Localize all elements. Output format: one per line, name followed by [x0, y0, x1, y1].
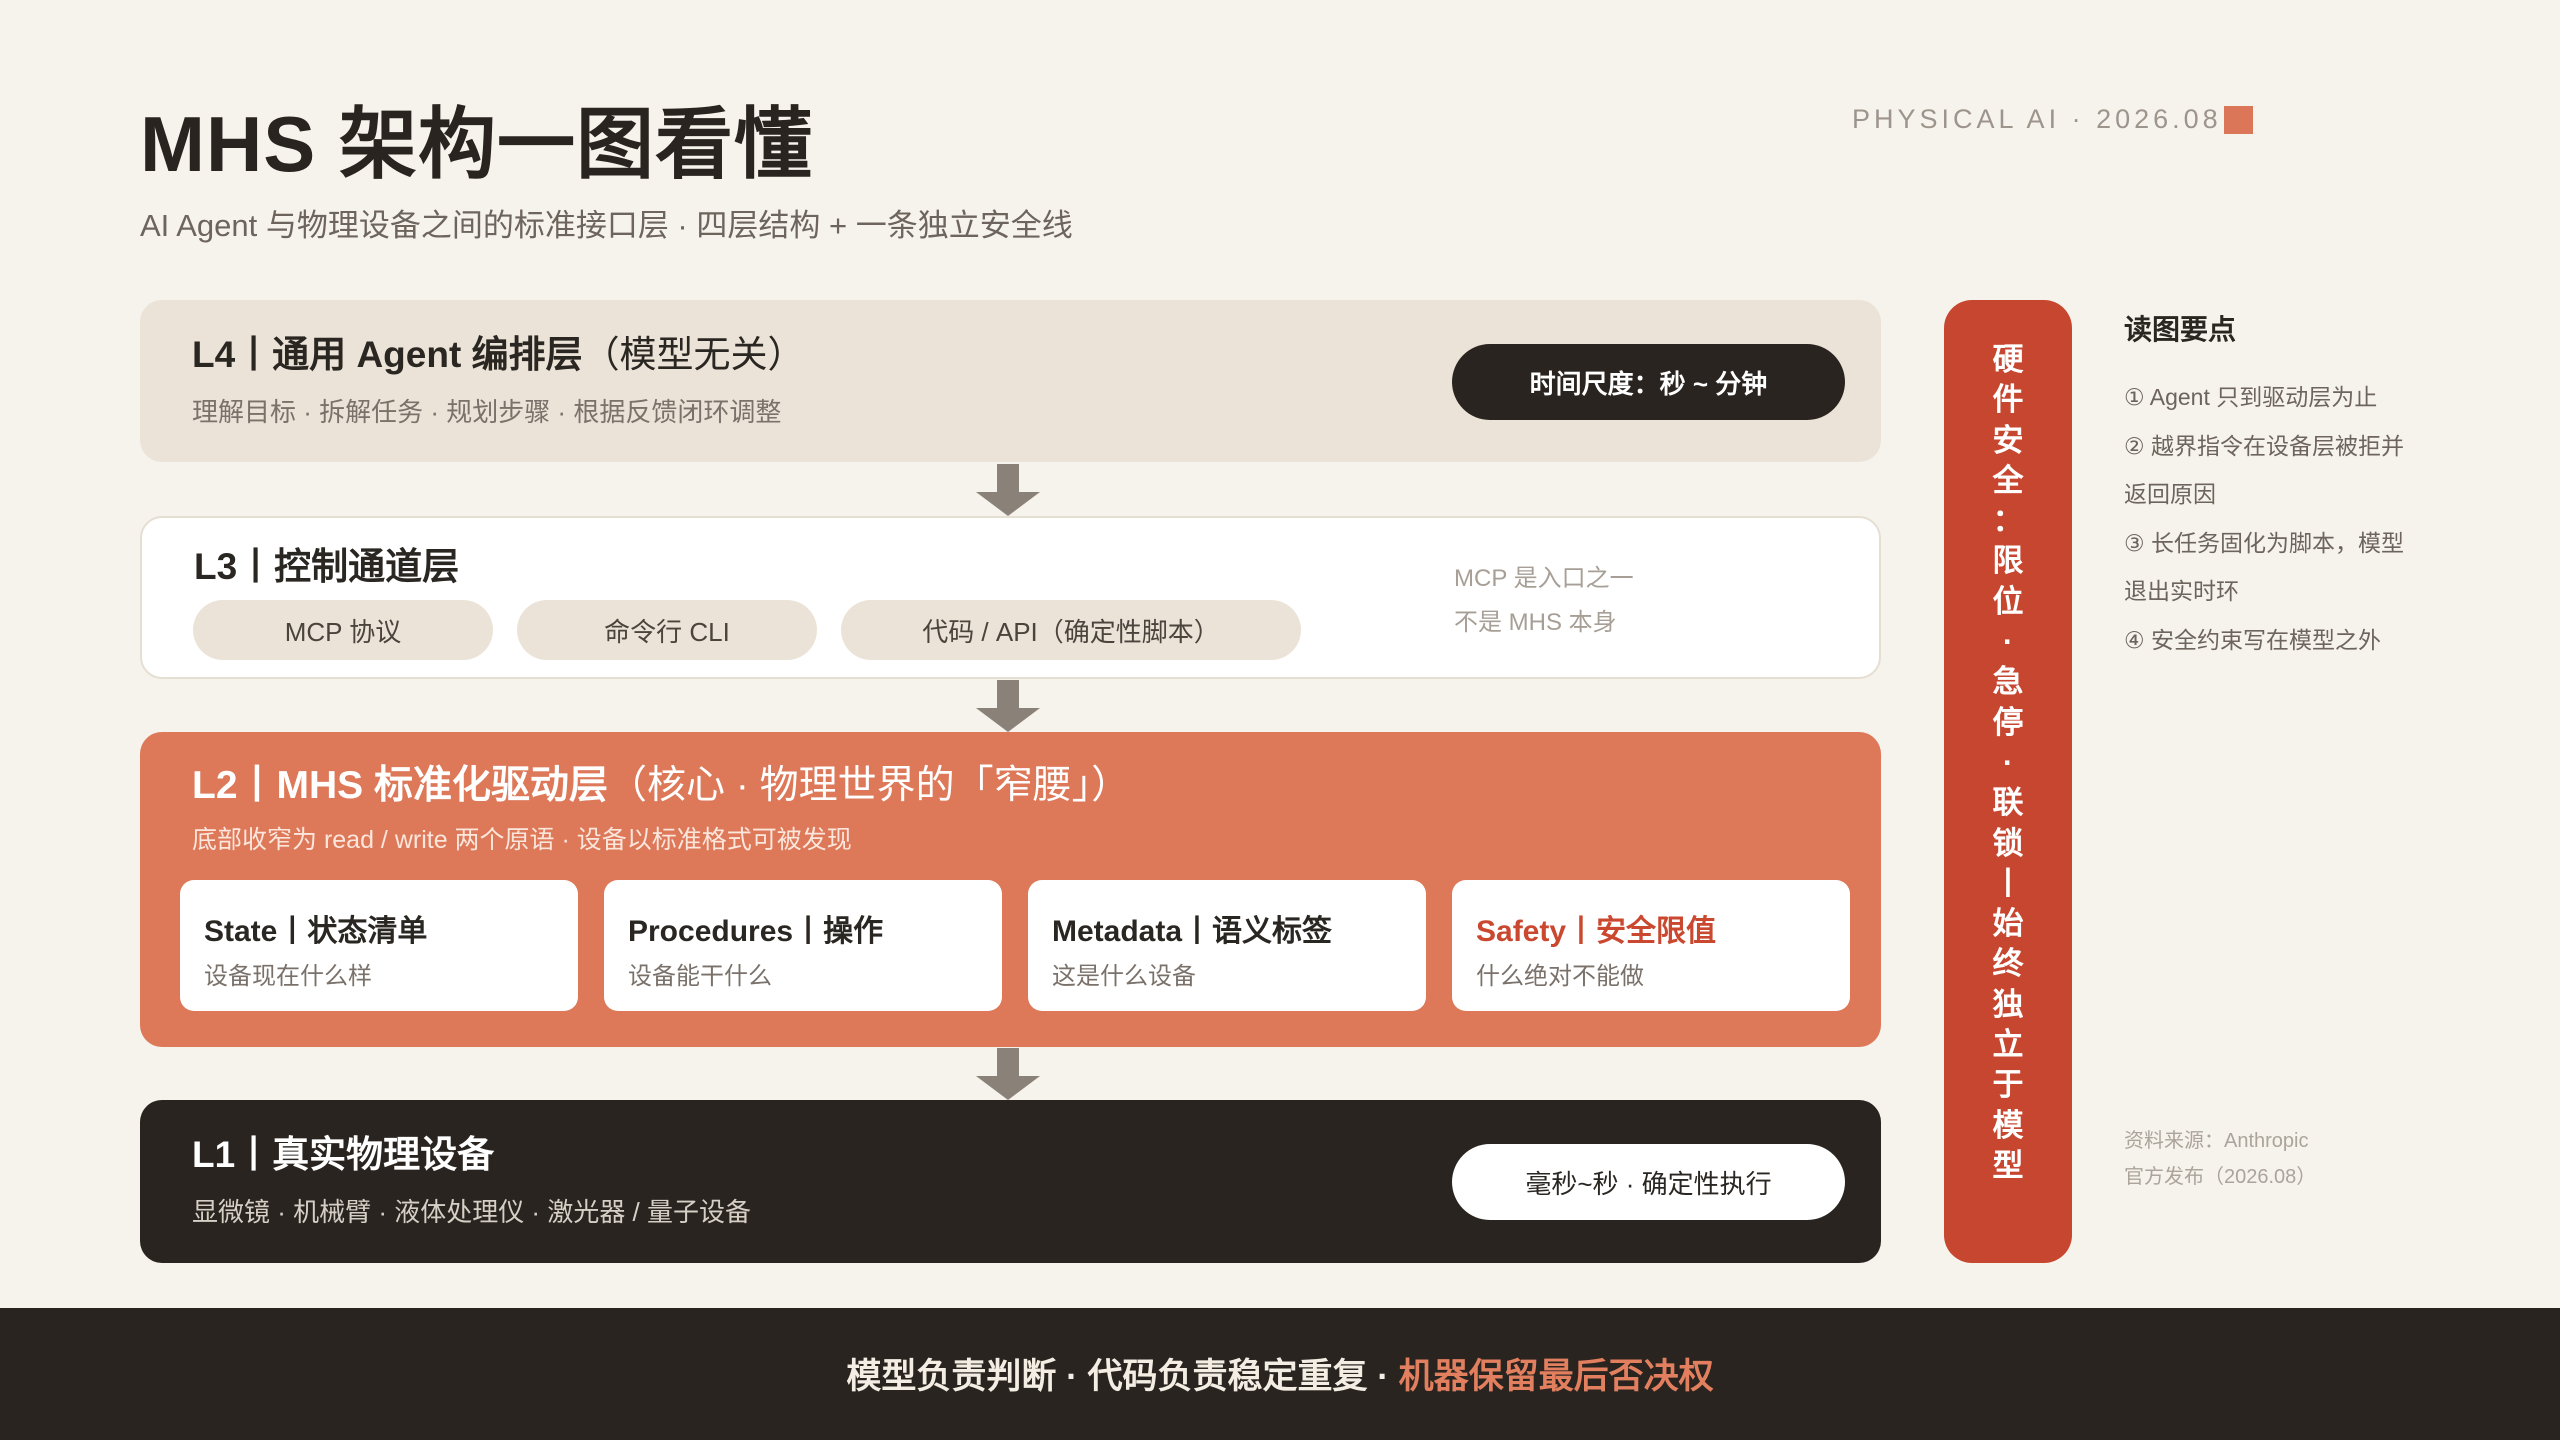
safety-bar-char: 于	[1992, 1067, 2024, 1103]
card-procedures: Procedures丨操作 设备能干什么	[604, 880, 1002, 1011]
notes-line: 退出实时环	[2124, 578, 2239, 604]
safety-bar-char: 硬	[1992, 342, 2024, 377]
hardware-safety-bar: 硬件安全 ： 限位 · 急停 · 联锁丨始终独立于模型	[1944, 300, 2072, 1263]
card-procedures-title: Procedures丨操作	[628, 915, 884, 948]
notes-title: 读图要点	[2124, 314, 2237, 345]
card-safety-sub: 什么绝对不能做	[1476, 963, 1644, 990]
card-metadata: Metadata丨语义标签 这是什么设备	[1028, 880, 1426, 1011]
layer-l1-title: L1丨真实物理设备	[192, 1134, 495, 1175]
card-state: State丨状态清单 设备现在什么样	[180, 880, 578, 1011]
safety-bar-char: ：	[1992, 503, 2024, 539]
notes-line: ④ 安全约束写在模型之外	[2124, 627, 2382, 653]
chip-mcp: MCP 协议	[193, 600, 493, 660]
layer-l4-desc: 理解目标 · 拆解任务 · 规划步骤 · 根据反馈闭环调整	[192, 397, 782, 427]
layer-l2-desc: 底部收窄为 read / write 两个原语 · 设备以标准格式可被发现	[192, 826, 852, 854]
layer-l1-desc: 显微镜 · 机械臂 · 液体处理仪 · 激光器 / 量子设备	[192, 1197, 751, 1227]
card-metadata-title: Metadata丨语义标签	[1052, 915, 1333, 948]
safety-bar-char: ·	[2002, 744, 2014, 780]
card-procedures-sub: 设备能干什么	[628, 963, 772, 990]
page-title: MHS 架构一图看懂	[140, 100, 814, 188]
notes-line: ① Agent 只到驱动层为止	[2124, 384, 2378, 410]
safety-bar-text: 硬件安全 ： 限位 · 急停 · 联锁丨始终独立于模型	[1944, 340, 2072, 1186]
safety-bar-char: 急	[1992, 664, 2024, 700]
footer-text-accent: 机器保留最后否决权	[1398, 1357, 1714, 1396]
notes-line: 返回原因	[2124, 481, 2216, 507]
safety-bar-char: 全	[1992, 462, 2024, 498]
footer-banner: 模型负责判断 · 代码负责稳定重复 · 机器保留最后否决权	[0, 1308, 2560, 1440]
header-tag: PHYSICAL AI · 2026.08	[1852, 104, 2253, 135]
safety-bar-char: 型	[1992, 1147, 2024, 1183]
arrow-down-icon	[976, 464, 1040, 516]
arrow-down-icon	[976, 680, 1040, 732]
safety-bar-char: 始	[1992, 906, 2024, 942]
layer-l1: L1丨真实物理设备 显微镜 · 机械臂 · 液体处理仪 · 激光器 / 量子设备…	[140, 1100, 1881, 1263]
notes-line: ③ 长任务固化为脚本，模型	[2124, 530, 2405, 556]
safety-bar-char: 停	[1992, 704, 2024, 740]
layer-l3: L3丨控制通道层 MCP 协议 命令行 CLI 代码 / API（确定性脚本） …	[140, 516, 1881, 679]
l1-timescale-pill: 毫秒~秒 · 确定性执行	[1452, 1144, 1845, 1220]
source-line-1: 资料来源：Anthropic	[2124, 1130, 2309, 1152]
safety-bar-char: 独	[1992, 986, 2024, 1022]
l4-timescale-pill: 时间尺度：秒 ~ 分钟	[1452, 344, 1845, 420]
card-metadata-sub: 这是什么设备	[1052, 963, 1196, 990]
source-line-2: 官方发布（2026.08）	[2124, 1166, 2317, 1188]
notes-line: ② 越界指令在设备层被拒并	[2124, 433, 2405, 459]
layer-l3-title: L3丨控制通道层	[194, 546, 460, 587]
layer-l2-title-suffix: （核心 · 物理世界的「窄腰」）	[608, 764, 1131, 807]
safety-bar-char: 模	[1992, 1107, 2024, 1143]
accent-square-icon	[2223, 105, 2253, 134]
layer-l4: L4丨通用 Agent 编排层（模型无关） 理解目标 · 拆解任务 · 规划步骤…	[140, 300, 1881, 462]
layer-l2-title: L2丨MHS 标准化驱动层（核心 · 物理世界的「窄腰」）	[192, 754, 1130, 810]
safety-bar-char: ·	[2002, 624, 2014, 660]
card-state-title: State丨状态清单	[204, 915, 428, 948]
layer-l4-title-main: L4丨通用 Agent 编排层	[192, 334, 583, 375]
chip-api: 代码 / API（确定性脚本）	[841, 600, 1301, 660]
safety-bar-char: 联	[1992, 785, 2024, 821]
card-state-sub: 设备现在什么样	[204, 963, 372, 990]
arrow-down-icon	[976, 1048, 1040, 1100]
safety-bar-char: 锁	[1992, 825, 2024, 861]
page-subtitle: AI Agent 与物理设备之间的标准接口层 · 四层结构 + 一条独立安全线	[140, 208, 1073, 243]
card-safety: Safety丨安全限值 什么绝对不能做	[1452, 880, 1850, 1011]
layer-l2-title-main: L2丨MHS 标准化驱动层	[192, 764, 609, 807]
l3-note-line-2: 不是 MHS 本身	[1454, 609, 1617, 636]
safety-bar-char: 丨	[1992, 865, 2024, 901]
layer-l2: L2丨MHS 标准化驱动层（核心 · 物理世界的「窄腰」） 底部收窄为 read…	[140, 732, 1881, 1047]
safety-bar-char: 安	[1992, 422, 2024, 458]
safety-bar-char: 立	[1992, 1027, 2024, 1063]
layer-l4-title-suffix: （模型无关）	[582, 334, 805, 375]
l3-note-line-1: MCP 是入口之一	[1454, 565, 1634, 592]
safety-bar-char: 位	[1992, 583, 2024, 619]
card-safety-title: Safety丨安全限值	[1476, 915, 1717, 948]
safety-bar-char: 终	[1992, 946, 2024, 982]
layer-l4-title: L4丨通用 Agent 编排层（模型无关）	[192, 324, 805, 378]
chip-cli: 命令行 CLI	[517, 600, 817, 660]
footer-text: 模型负责判断 · 代码负责稳定重复 · 机器保留最后否决权	[0, 1348, 2560, 1399]
header-tag-text: PHYSICAL AI · 2026.08	[1852, 104, 2222, 134]
safety-bar-char: 件	[1992, 382, 2024, 418]
safety-bar-char: 限	[1992, 543, 2024, 579]
footer-text-main: 模型负责判断 · 代码负责稳定重复 ·	[846, 1357, 1399, 1396]
